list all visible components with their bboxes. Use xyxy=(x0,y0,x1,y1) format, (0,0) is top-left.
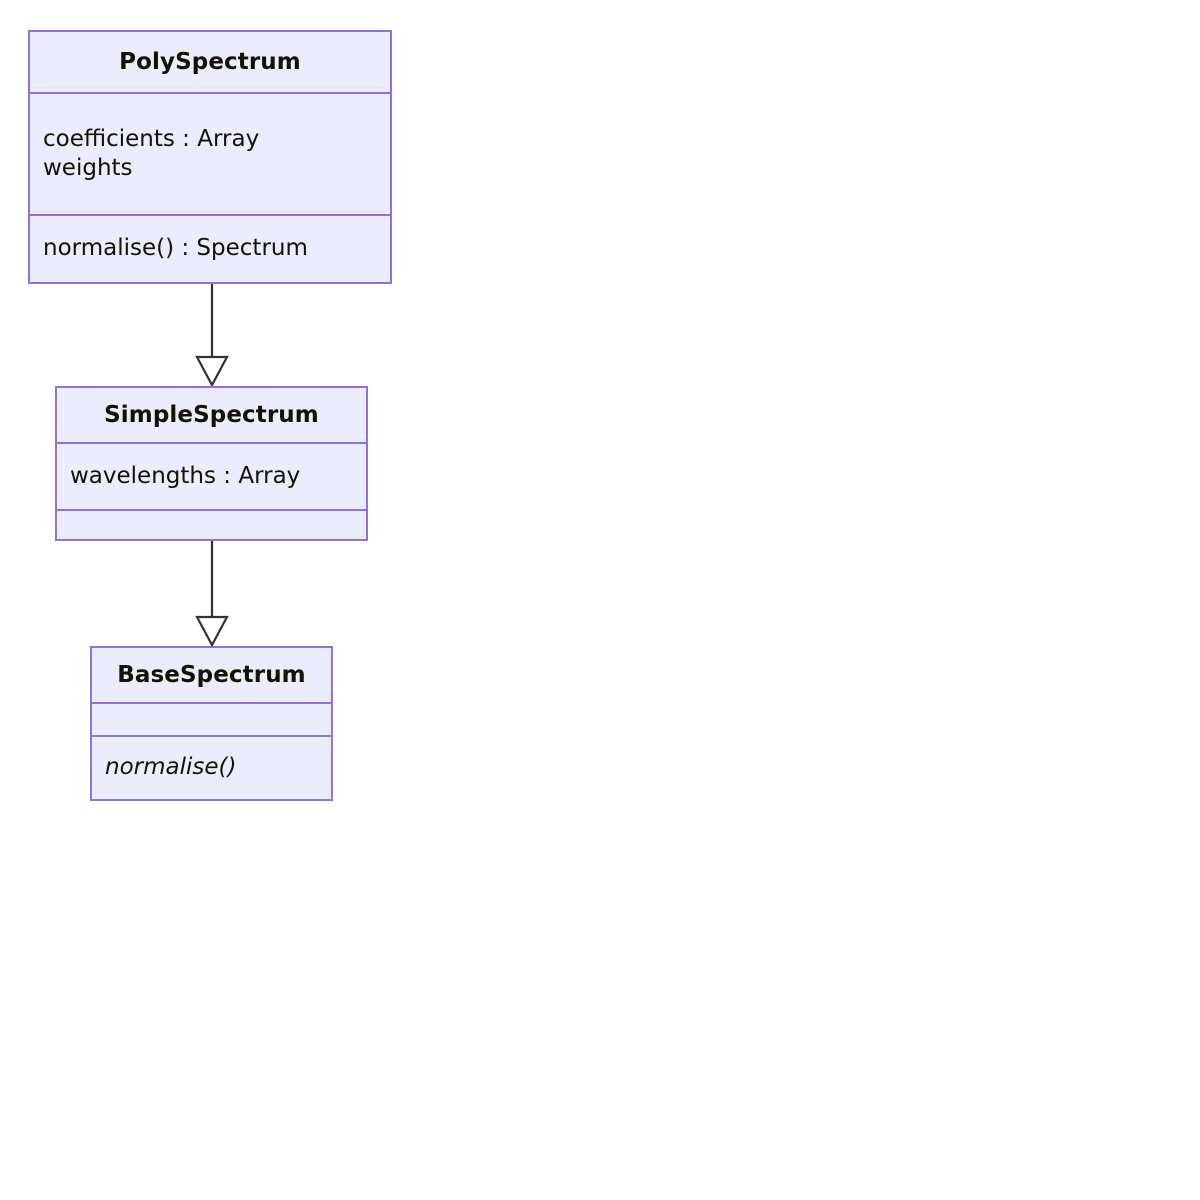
method-row: normalise() : Spectrum xyxy=(43,235,308,262)
class-name-label: BaseSpectrum xyxy=(117,661,306,688)
class-name-label: PolySpectrum xyxy=(119,48,301,75)
generalization-edge-poly-to-simple xyxy=(195,284,229,388)
generalization-edge-simple-to-base xyxy=(195,541,229,648)
attributes-compartment xyxy=(92,702,331,735)
attribute-row: wavelengths : Array xyxy=(70,462,301,489)
methods-compartment: normalise() xyxy=(92,735,331,799)
class-name-label: SimpleSpectrum xyxy=(104,401,319,428)
attributes-compartment: wavelengths : Array xyxy=(57,442,366,509)
class-name-compartment: PolySpectrum xyxy=(30,32,390,92)
methods-compartment xyxy=(57,509,366,539)
class-box-simplespectrum[interactable]: SimpleSpectrum wavelengths : Array xyxy=(55,386,368,541)
attributes-compartment: coefficients : Array weights xyxy=(30,92,390,214)
methods-compartment: normalise() : Spectrum xyxy=(30,214,390,282)
attribute-row: coefficients : Array xyxy=(43,125,260,152)
hollow-triangle-arrow-icon xyxy=(195,355,229,388)
hollow-triangle-arrow-icon xyxy=(195,615,229,648)
attribute-row: weights xyxy=(43,155,133,181)
class-name-compartment: SimpleSpectrum xyxy=(57,388,366,442)
class-box-polyspectrum[interactable]: PolySpectrum coefficients : Array weight… xyxy=(28,30,392,284)
class-box-basespectrum[interactable]: BaseSpectrum normalise() xyxy=(90,646,333,801)
method-row: normalise() xyxy=(105,754,237,781)
class-name-compartment: BaseSpectrum xyxy=(92,648,331,702)
